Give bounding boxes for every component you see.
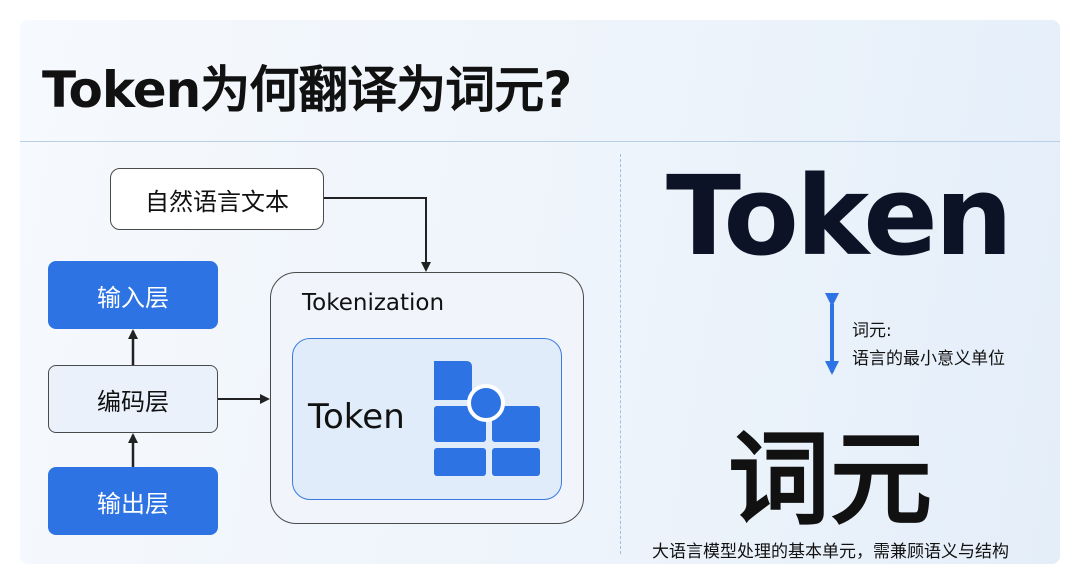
title-divider <box>20 141 1060 142</box>
tokenization-label: Tokenization <box>302 290 445 316</box>
token-blocks-icon <box>434 361 540 476</box>
page-title: Token为何翻译为词元? <box>42 61 572 119</box>
slide: Token为何翻译为词元? 自然语言文本 输入层 编码层 输出层 Tokeniz… <box>20 20 1060 564</box>
chinese-term: 词元 <box>728 421 932 540</box>
token-word: Token <box>308 397 405 437</box>
diagram-graphics <box>128 197 839 476</box>
definition-term: 词元: <box>852 321 892 341</box>
output-layer-box: 输出层 <box>48 467 218 535</box>
token-heading: Token <box>666 152 1013 280</box>
vertical-divider <box>620 154 621 554</box>
encoder-layer-box: 编码层 <box>48 365 218 433</box>
source-to-tokenization-arrow <box>324 197 431 272</box>
input-layer-box: 输入层 <box>48 261 218 329</box>
source-text-box: 自然语言文本 <box>110 168 324 230</box>
definition-text: 语言的最小意义单位 <box>852 349 1005 369</box>
footer-caption: 大语言模型处理的基本单元，需兼顾语义与结构 <box>652 542 1009 562</box>
